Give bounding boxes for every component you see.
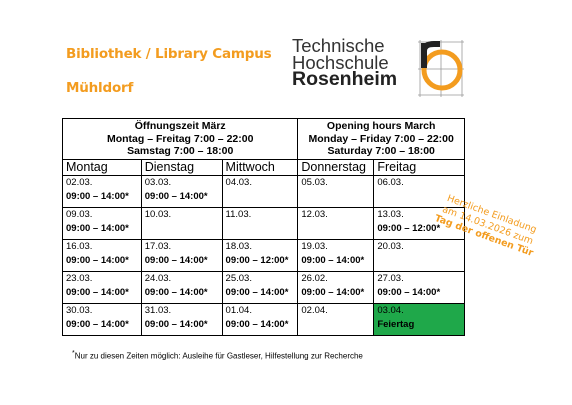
- table-cell: 16.03. 09:00 – 14:00*: [62, 238, 142, 272]
- table-row: 23.03. 09:00 – 14:00* 24.03. 09:00 – 14:00…: [62, 270, 465, 304]
- cell-date: 09.03.: [66, 208, 93, 220]
- table-cell: 10.03.: [140, 206, 223, 240]
- german-weekday-hours: Montag – Freitag 7:00 – 22:00: [106, 132, 254, 145]
- table-cell: 02.03. 09:00 – 14:00*: [62, 174, 142, 208]
- table-cell: 09.03. 09:00 – 14:00*: [62, 206, 142, 240]
- campus-name: Mühldorf: [66, 80, 134, 96]
- cell-time: 09:00 – 14:00*: [66, 190, 129, 202]
- cell-date: 02.04.: [301, 304, 328, 316]
- cell-date: 31.03.: [144, 304, 172, 316]
- english-saturday-hours: Saturday 7:00 – 18:00: [327, 145, 435, 157]
- cell-date: 04.03.: [225, 176, 252, 188]
- cell-date: 27.03.: [377, 272, 404, 284]
- university-logo: Technische Hochschule Rosenheim: [292, 35, 468, 99]
- day-friday: Freitag: [373, 158, 465, 176]
- weekday-row: Montag Dienstag Mittwoch Donnerstag Frei…: [62, 158, 465, 176]
- table-row: 02.03. 09:00 – 14:00* 03.03. 09:00 – 14:00…: [62, 174, 465, 208]
- cell-time: 09:00 – 12:00*: [377, 222, 441, 234]
- cell-time: 09:00 – 12:00*: [225, 254, 289, 266]
- logo-line-3: Rosenheim: [292, 68, 398, 90]
- cell-date: 18.03.: [225, 240, 252, 252]
- english-header-title: Opening hours March: [326, 120, 436, 132]
- cell-date: 25.03.: [225, 272, 252, 284]
- table-cell: 04.03.: [221, 174, 299, 208]
- table-row: 16.03. 09:00 – 14:00* 17.03. 09:00 – 14:00…: [62, 238, 465, 272]
- table-row: 30.03. 09:00 – 14:00* 31.03. 09:00 – 14:00…: [62, 302, 465, 336]
- cell-time: 09:00 – 14:00*: [66, 318, 129, 330]
- cell-time: 09:00 – 14:00*: [144, 318, 208, 330]
- table-cell: 18.03. 09:00 – 12:00*: [221, 238, 299, 272]
- cell-date: 16.03.: [66, 240, 93, 252]
- cell-time: 09:00 – 14:00*: [66, 254, 129, 266]
- cell-date: 03.04.: [377, 304, 404, 316]
- cell-date: 19.03.: [301, 240, 328, 252]
- cell-date: 30.03.: [66, 304, 93, 316]
- table-cell: 26.02. 09:00 – 14:00*: [297, 270, 375, 304]
- cell-date: 13.03.: [377, 208, 404, 220]
- cell-date: 10.03.: [144, 208, 172, 220]
- cell-date: 26.02.: [301, 272, 328, 284]
- logo-wordmark: Technische Hochschule Rosenheim: [292, 35, 398, 90]
- cell-date: 20.03.: [377, 240, 404, 252]
- cell-time: 09:00 – 14:00*: [301, 254, 365, 266]
- cell-date: 02.03.: [66, 176, 93, 188]
- table-cell: 02.04.: [297, 302, 375, 336]
- table-cell: 11.03.: [221, 206, 299, 240]
- table-cell: 05.03.: [297, 174, 375, 208]
- table-header-row: Öffnungszeit März Montag – Freitag 7:00 …: [61, 118, 465, 160]
- day-tuesday: Dienstag: [140, 158, 223, 176]
- library-title: Bibliothek / Library Campus: [66, 46, 272, 62]
- cell-time: 09:00 – 14:00*: [144, 190, 208, 202]
- table-row: 09.03. 09:00 – 14:00* 10.03. 11.03. 12.03…: [62, 206, 465, 240]
- cell-time: 09:00 – 14:00*: [66, 286, 129, 298]
- cell-time: 09:00 – 14:00*: [225, 318, 289, 330]
- table-cell: 12.03.: [297, 206, 375, 240]
- cell-time: 09:00 – 14:00*: [377, 286, 441, 298]
- cell-date: 03.03.: [144, 176, 172, 188]
- cell-date: 06.03.: [377, 176, 404, 188]
- cell-date: 17.03.: [144, 240, 172, 252]
- cell-date: 12.03.: [301, 208, 328, 220]
- table-cell: 19.03. 09:00 – 14:00*: [297, 238, 375, 272]
- cell-time: 09:00 – 14:00*: [144, 254, 208, 266]
- holiday-cell: 03.04. Feiertag: [373, 302, 465, 336]
- cell-date: 01.04.: [225, 304, 252, 316]
- table-cell: 30.03. 09:00 – 14:00*: [62, 302, 142, 336]
- table-cell: 03.03. 09:00 – 14:00*: [140, 174, 223, 208]
- cell-time: 09:00 – 14:00*: [66, 222, 129, 234]
- opening-hours-table: Öffnungszeit März Montag – Freitag 7:00 …: [61, 118, 465, 336]
- english-hours-header: Opening hours March Monday – Friday 7:00…: [297, 118, 465, 160]
- cell-time: 09:00 – 14:00*: [301, 286, 365, 298]
- cell-time: 09:00 – 14:00*: [144, 286, 208, 298]
- holiday-label: Feiertag: [377, 318, 415, 330]
- cell-date: 11.03.: [225, 208, 252, 220]
- cell-date: 05.03.: [301, 176, 328, 188]
- german-saturday-hours: Samstag 7:00 – 18:00: [127, 145, 234, 157]
- day-monday: Montag: [62, 158, 142, 176]
- logo-line-2: Hochschule: [292, 52, 389, 73]
- footnote-text: Nur zu diesen Zeiten möglich: Ausleihe f…: [74, 351, 363, 361]
- cell-date: 23.03.: [66, 272, 93, 284]
- table-cell: 24.03. 09:00 – 14:00*: [140, 270, 223, 304]
- table-cell: 01.04. 09:00 – 14:00*: [221, 302, 299, 336]
- logo-line-1: Technische: [292, 35, 385, 56]
- footnote: *Nur zu diesen Zeiten möglich: Ausleihe …: [72, 350, 363, 361]
- cell-time: 09:00 – 14:00*: [225, 286, 289, 298]
- cell-date: 24.03.: [144, 272, 172, 284]
- german-header-title: Öffnungszeit März: [134, 120, 226, 132]
- table-cell: 23.03. 09:00 – 14:00*: [62, 270, 142, 304]
- day-thursday: Donnerstag: [297, 158, 375, 176]
- day-wednesday: Mittwoch: [221, 158, 299, 176]
- footnote-marker: *: [72, 350, 75, 357]
- table-cell: 17.03. 09:00 – 14:00*: [140, 238, 223, 272]
- table-cell: 25.03. 09:00 – 14:00*: [221, 270, 299, 304]
- english-weekday-hours: Monday – Friday 7:00 – 22:00: [308, 132, 454, 145]
- logo-r-mark-icon: [418, 40, 464, 97]
- german-hours-header: Öffnungszeit März Montag – Freitag 7:00 …: [61, 118, 299, 160]
- table-cell: 31.03. 09:00 – 14:00*: [140, 302, 223, 336]
- table-cell: 20.03.: [373, 238, 465, 272]
- table-cell: 27.03. 09:00 – 14:00*: [373, 270, 465, 304]
